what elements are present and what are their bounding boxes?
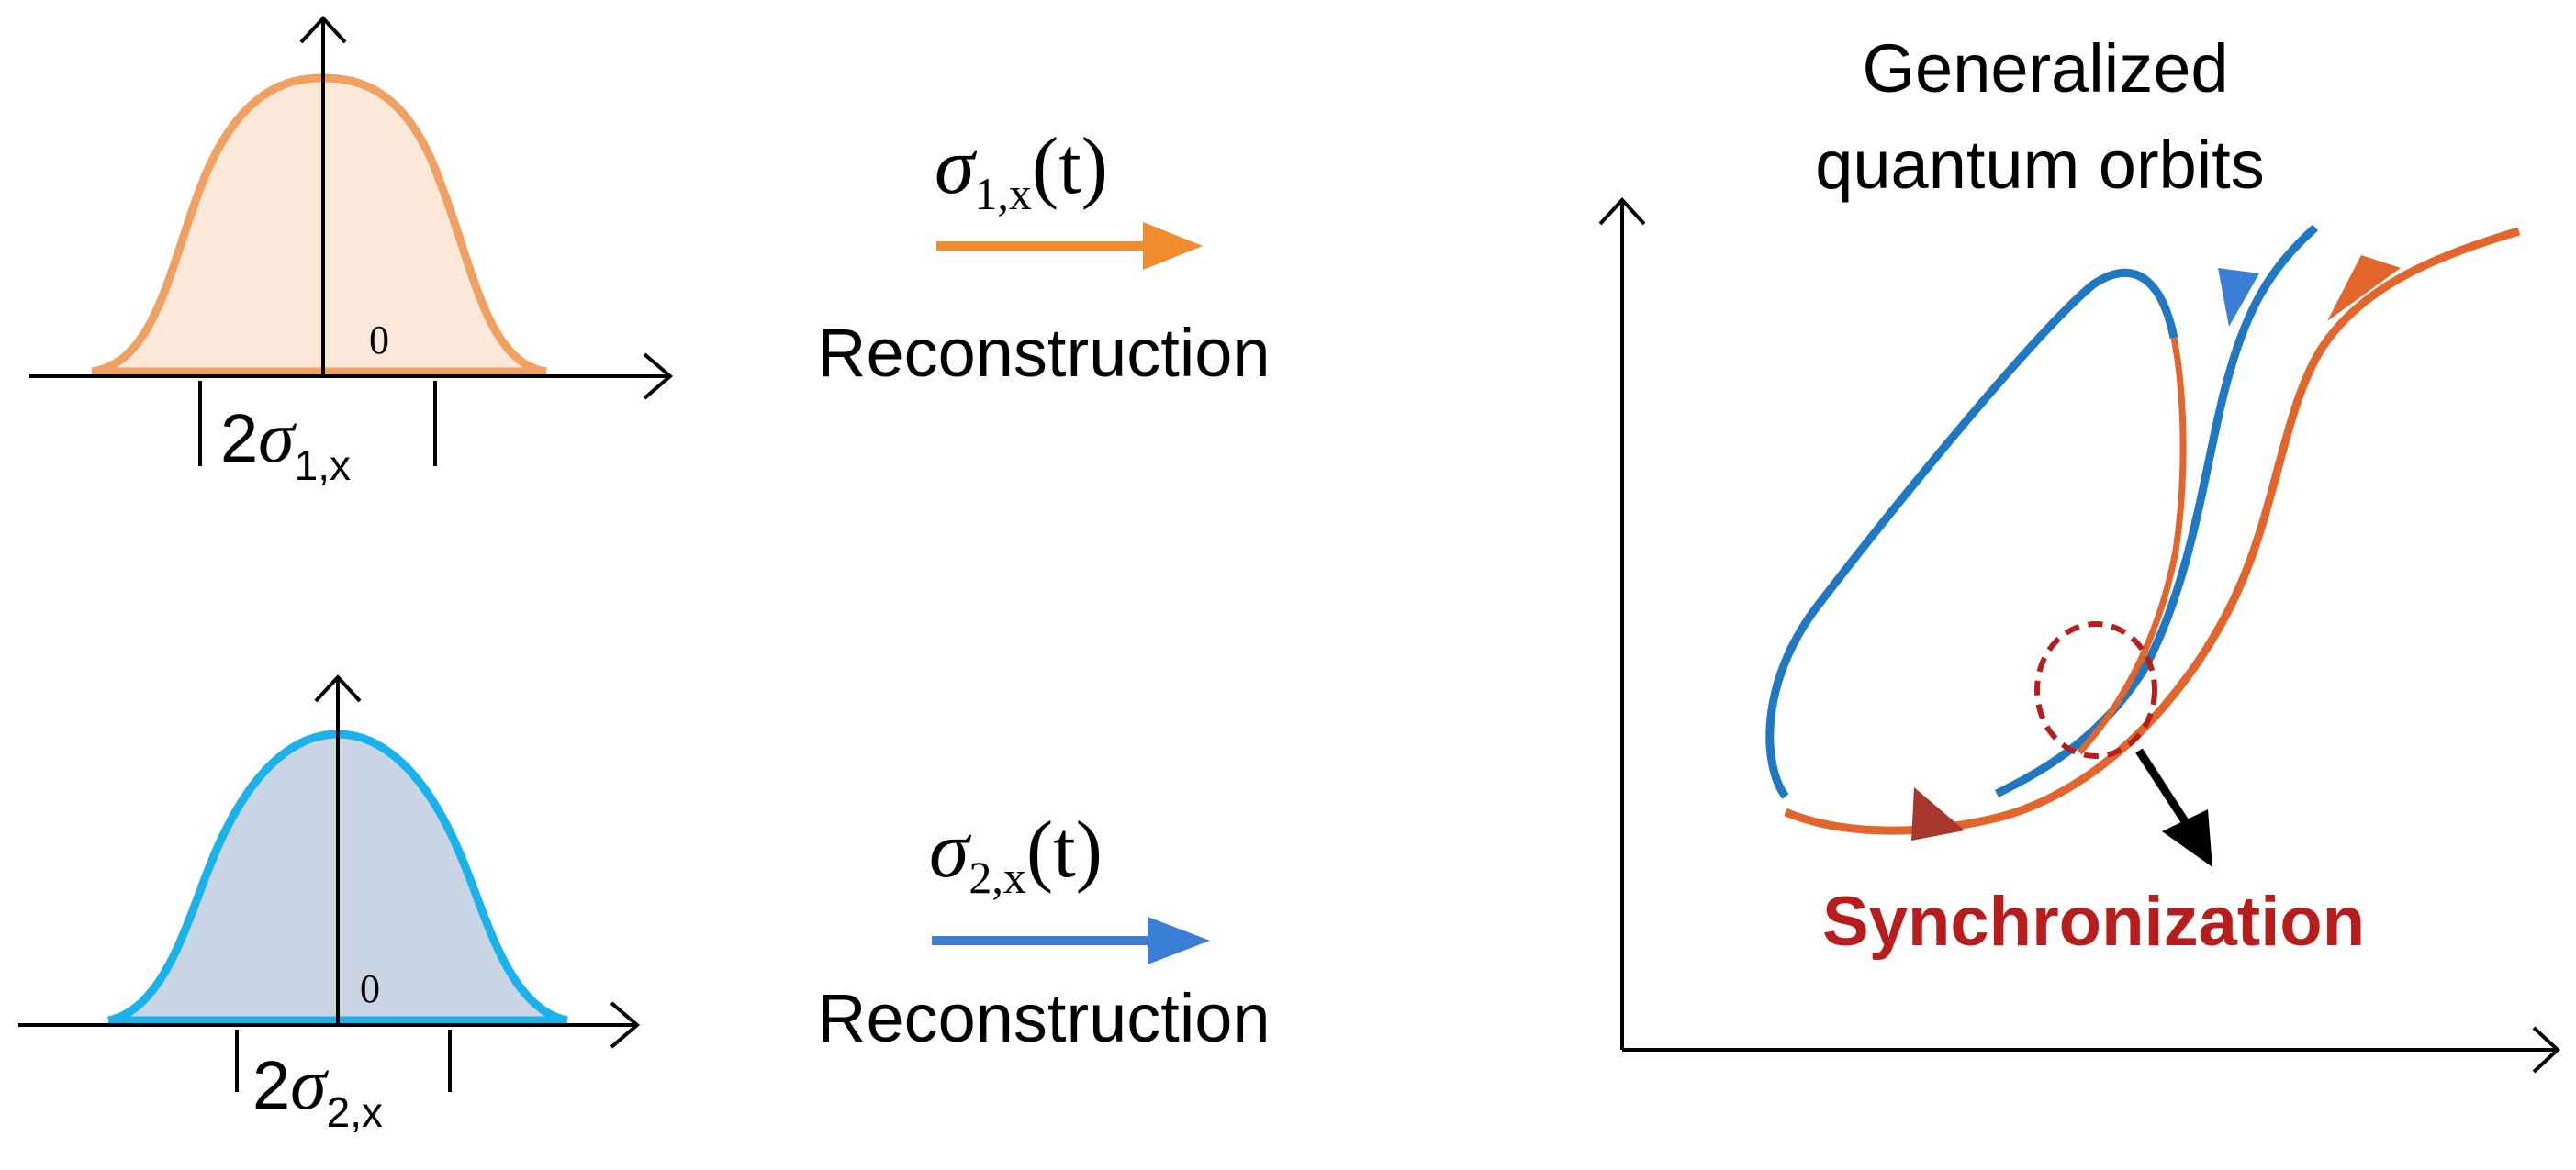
synchronization-pointer-shaft — [2135, 748, 2189, 824]
blue-loop — [1765, 268, 2178, 799]
orbits-y-arrowhead — [1598, 197, 1646, 226]
orbits-x-arrowhead — [2532, 1026, 2560, 1074]
sigma-1-label: σ1,x(t) — [935, 122, 1108, 219]
reconstruction-arrow-1: σ1,x(t) Reconstruction — [817, 122, 1271, 391]
quantum-orbits-panel: Generalized quantum orbits Synchronizati… — [1598, 30, 2560, 1074]
gaussian-1-width-label: 2σ1,x — [220, 397, 351, 489]
gaussian-2-origin-label: 0 — [360, 966, 380, 1011]
arrow-2-head — [1148, 917, 1210, 964]
orbits-title-line-2: quantum orbits — [1815, 127, 2265, 203]
reconstruction-caption-1: Reconstruction — [817, 315, 1271, 391]
gaussian-2-y-arrowhead — [314, 674, 362, 703]
synchronization-label: Synchronization — [1822, 883, 2365, 961]
converging-arrow-head — [1911, 787, 1965, 841]
gaussian-1-y-arrowhead — [299, 16, 347, 44]
blue-arrow-head — [2218, 268, 2259, 327]
sigma-2-label: σ2,x(t) — [929, 806, 1103, 903]
gaussian-1-fill — [92, 78, 546, 372]
reconstruction-arrow-2: σ2,x(t) Reconstruction — [817, 806, 1271, 1056]
gaussian-2-width-label: 2σ2,x — [252, 1044, 383, 1136]
orange-arrow-head — [2327, 255, 2401, 321]
gaussian-1-x-arrowhead — [643, 352, 674, 400]
orange-orbit — [1784, 227, 2521, 835]
shared-orbit-segment — [2077, 337, 2187, 755]
reconstruction-caption-2: Reconstruction — [817, 980, 1271, 1056]
synchronization-circle — [2034, 621, 2157, 759]
gaussian-panel-1: 0 2σ1,x — [29, 16, 674, 489]
gaussian-2-x-arrowhead — [610, 1001, 641, 1049]
arrow-1-head — [1143, 222, 1203, 270]
orbits-title-line-1: Generalized — [1862, 30, 2228, 106]
gaussian-1-origin-label: 0 — [369, 318, 389, 362]
gaussian-panel-2: 0 2σ2,x — [18, 674, 641, 1136]
synchronization-pointer-head — [2162, 809, 2212, 867]
